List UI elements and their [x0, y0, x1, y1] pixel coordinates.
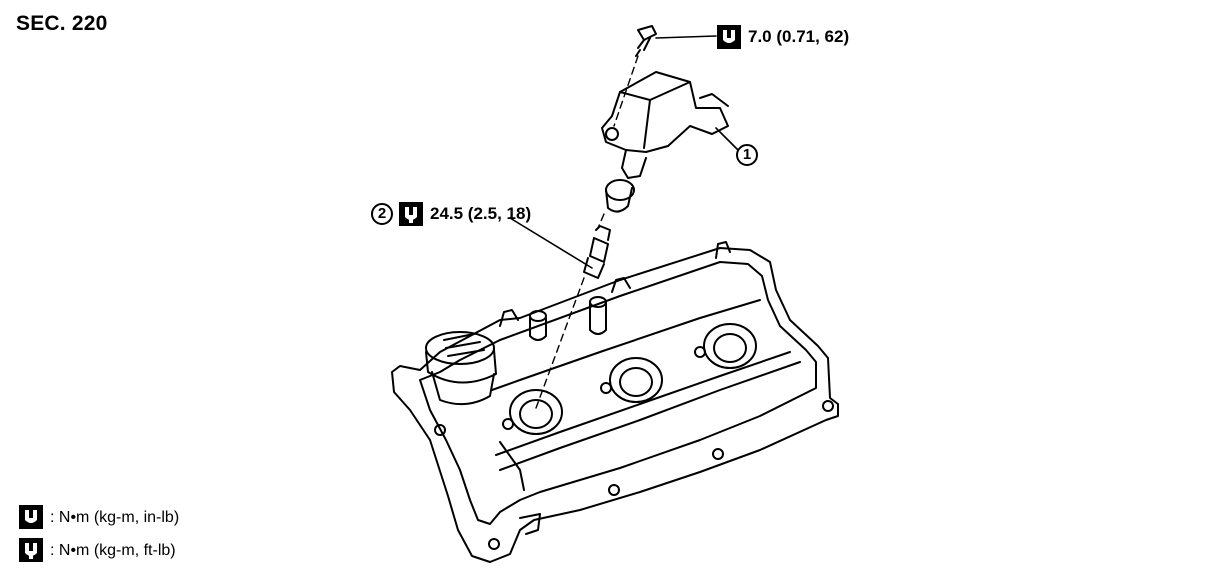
- torque-wrench-outline-icon: [399, 202, 423, 226]
- leader-lines: [509, 35, 739, 269]
- section-label: SEC. 220: [16, 12, 108, 35]
- spark-plug: [583, 225, 611, 279]
- spark-plug-number: 2: [371, 203, 393, 225]
- torque-wrench-filled-icon: [19, 505, 43, 529]
- coil-bolt: [635, 25, 657, 57]
- spark-plug-torque-label: 24.5 (2.5, 18): [430, 204, 532, 223]
- ignition-coil-number: 1: [736, 144, 758, 166]
- ignition-coil: [601, 71, 729, 213]
- coil-bores: [509, 323, 757, 435]
- coil-bolt-torque-label: 7.0 (0.71, 62): [748, 27, 850, 46]
- cover-tabs: [499, 241, 731, 327]
- legend-ft-lb-text: : N•m (kg-m, ft-lb): [50, 542, 176, 559]
- pcv-pipes: [529, 296, 607, 341]
- rocker-cover: [391, 247, 839, 563]
- legend-in-lb-text: : N•m (kg-m, in-lb): [50, 509, 180, 526]
- torque-wrench-filled-icon: [717, 25, 741, 49]
- torque-wrench-outline-icon: [19, 538, 43, 562]
- assembly-axis: [535, 55, 639, 409]
- oil-filler-cap: [425, 331, 497, 406]
